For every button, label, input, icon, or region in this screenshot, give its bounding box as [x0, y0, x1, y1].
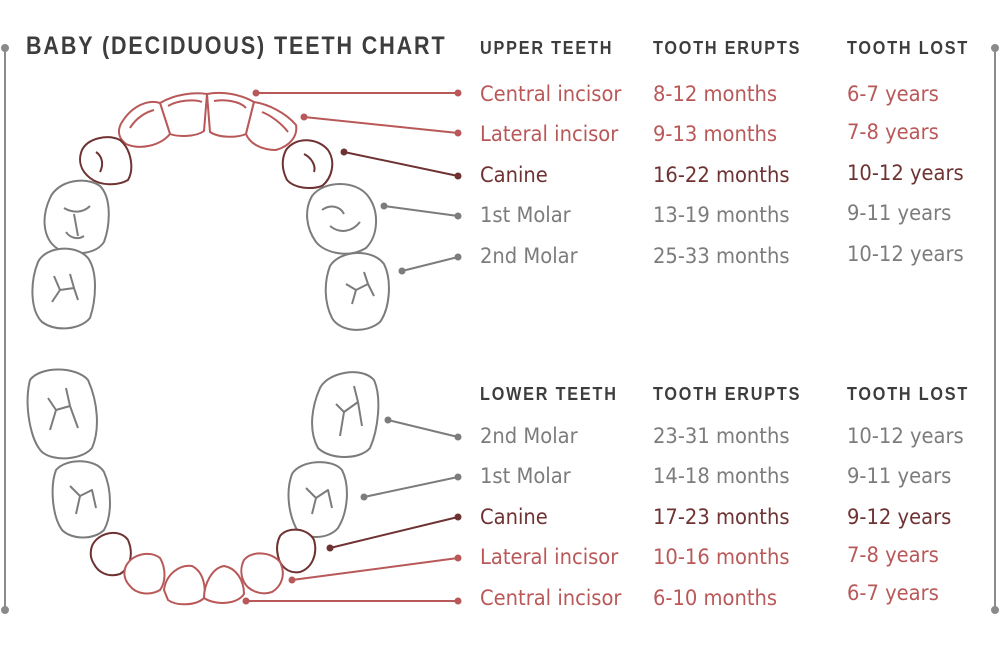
lower-row-erupts: 23-31 months — [653, 424, 790, 448]
lower-row-name: Lateral incisor — [480, 545, 619, 569]
upper-row-lost: 7-8 years — [847, 120, 939, 144]
upper-1st-molar-right-tooth — [306, 183, 377, 255]
upper-erupts-header: TOOTH ERUPTS — [653, 38, 802, 58]
upper-row-erupts: 25-33 months — [653, 244, 790, 268]
lower-canine-left-tooth — [89, 531, 132, 577]
lower-row-name: 2nd Molar — [480, 424, 578, 448]
upper-canine-left-tooth — [79, 136, 133, 186]
lower-row-lost: 6-7 years — [847, 581, 939, 605]
lower-teeth-header: LOWER TEETH — [480, 384, 618, 404]
chart-title: BABY (DECIDUOUS) TEETH CHART — [26, 32, 447, 60]
lower-arch — [26, 368, 380, 606]
upper-1st-molar-left-tooth — [43, 179, 110, 255]
lower-leader-lines — [242, 416, 462, 605]
upper-row-erupts: 13-19 months — [653, 203, 790, 227]
upper-row-name: 1st Molar — [480, 203, 571, 227]
lower-row-lost: 7-8 years — [847, 543, 939, 567]
lower-central-incisor-left-tooth — [163, 564, 206, 606]
upper-row-erupts: 9-13 months — [653, 122, 778, 146]
lower-central-incisor-right-tooth — [203, 565, 245, 604]
upper-2nd-molar-right-tooth — [324, 251, 390, 331]
lower-row-erupts: 6-10 months — [653, 586, 778, 610]
lower-1st-molar-left-tooth — [51, 460, 111, 539]
upper-lost-header: TOOTH LOST — [847, 38, 970, 58]
right-bracket — [991, 44, 999, 614]
lower-canine-right-tooth — [275, 528, 317, 574]
upper-leader-lines — [252, 89, 462, 275]
lower-row-lost: 10-12 years — [847, 424, 964, 448]
lower-2nd-molar-right-tooth — [311, 371, 380, 458]
upper-lateral-incisor-left-tooth — [117, 101, 171, 148]
lower-row-lost: 9-12 years — [847, 505, 952, 529]
lower-2nd-molar-left-tooth — [26, 368, 98, 460]
upper-row-name: Canine — [480, 163, 548, 187]
upper-lateral-incisor-right-tooth — [245, 101, 298, 151]
lower-row-name: Canine — [480, 505, 548, 529]
upper-row-lost: 10-12 years — [847, 161, 964, 185]
upper-row-name: Central incisor — [480, 82, 622, 106]
lower-row-lost: 9-11 years — [847, 464, 952, 488]
upper-teeth-header: UPPER TEETH — [480, 38, 614, 58]
lower-row-erupts: 17-23 months — [653, 505, 790, 529]
upper-row-erupts: 8-12 months — [653, 82, 778, 106]
lower-row-name: Central incisor — [480, 586, 622, 610]
lower-lost-header: TOOTH LOST — [847, 384, 970, 404]
upper-row-name: 2nd Molar — [480, 244, 578, 268]
lower-row-name: 1st Molar — [480, 464, 571, 488]
upper-row-lost: 9-11 years — [847, 201, 952, 225]
lower-row-erupts: 10-16 months — [653, 545, 790, 569]
left-bracket — [1, 44, 9, 614]
lower-lateral-incisor-right-tooth — [240, 552, 284, 595]
upper-canine-right-tooth — [281, 139, 334, 189]
upper-row-lost: 6-7 years — [847, 82, 939, 106]
lower-lateral-incisor-left-tooth — [123, 552, 166, 595]
lower-1st-molar-right-tooth — [287, 461, 348, 538]
lower-erupts-header: TOOTH ERUPTS — [653, 384, 802, 404]
upper-row-name: Lateral incisor — [480, 122, 619, 146]
upper-row-lost: 10-12 years — [847, 242, 964, 266]
lower-row-erupts: 14-18 months — [653, 464, 790, 488]
upper-row-erupts: 16-22 months — [653, 163, 790, 187]
upper-arch — [31, 91, 390, 331]
